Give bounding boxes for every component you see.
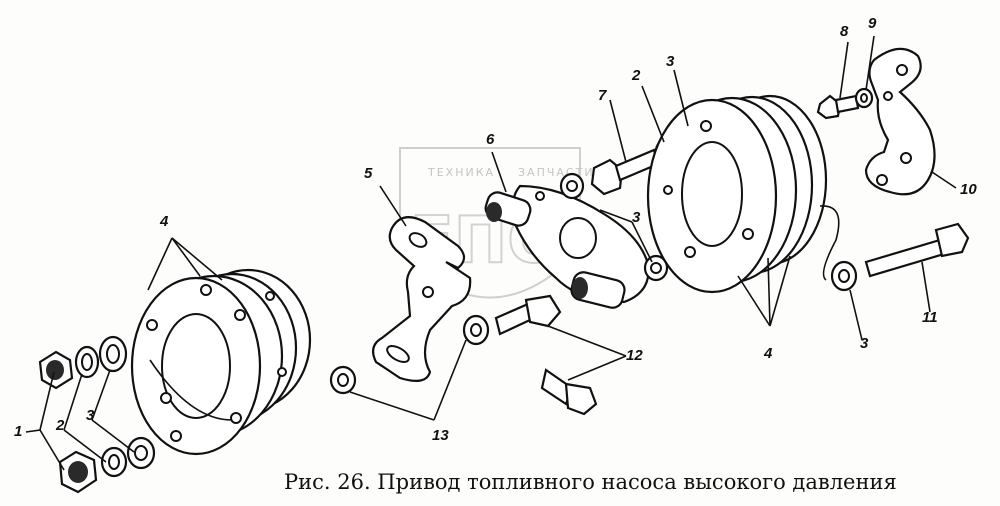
left-washers xyxy=(74,335,156,478)
callout-13: 13 xyxy=(432,427,449,444)
callout-10: 10 xyxy=(960,181,977,198)
callout-1: 1 xyxy=(14,423,22,440)
callout-4-right: 4 xyxy=(763,345,773,362)
callout-3-bolt: 3 xyxy=(860,335,869,352)
watermark-text-right: ЗАПЧАСТИ xyxy=(518,166,595,179)
bolt-11 xyxy=(830,222,970,292)
callout-labels: 1 2 3 4 5 6 3 7 2 3 8 9 10 11 3 4 12 13 xyxy=(14,15,977,444)
nut-part xyxy=(38,350,98,494)
callout-2: 2 xyxy=(55,417,65,434)
callout-9: 9 xyxy=(868,15,877,32)
callout-2-right: 2 xyxy=(631,67,641,84)
bolt-12 xyxy=(494,294,598,416)
washers-13 xyxy=(329,314,490,395)
callout-3-right: 3 xyxy=(666,53,675,70)
callout-5: 5 xyxy=(364,165,373,182)
bracket-10-assembly xyxy=(816,47,936,196)
leader-lines xyxy=(25,35,957,471)
flange-plate-6 xyxy=(484,184,650,309)
lever-5 xyxy=(371,216,472,383)
callout-11: 11 xyxy=(922,309,938,326)
callout-7: 7 xyxy=(598,87,607,104)
left-disc-assembly xyxy=(130,268,312,456)
callout-4-left: 4 xyxy=(159,213,169,230)
callout-6: 6 xyxy=(486,131,495,148)
callout-3: 3 xyxy=(86,407,95,424)
callout-3-flange: 3 xyxy=(632,209,641,226)
figure-caption: Рис. 26. Привод топливного насоса высоко… xyxy=(284,470,897,494)
right-disc-assembly xyxy=(646,94,840,294)
watermark-text-left: ТЕХНИКА xyxy=(427,166,495,179)
callout-12: 12 xyxy=(626,347,643,364)
callout-8: 8 xyxy=(840,23,849,40)
flange-washers xyxy=(559,172,669,282)
